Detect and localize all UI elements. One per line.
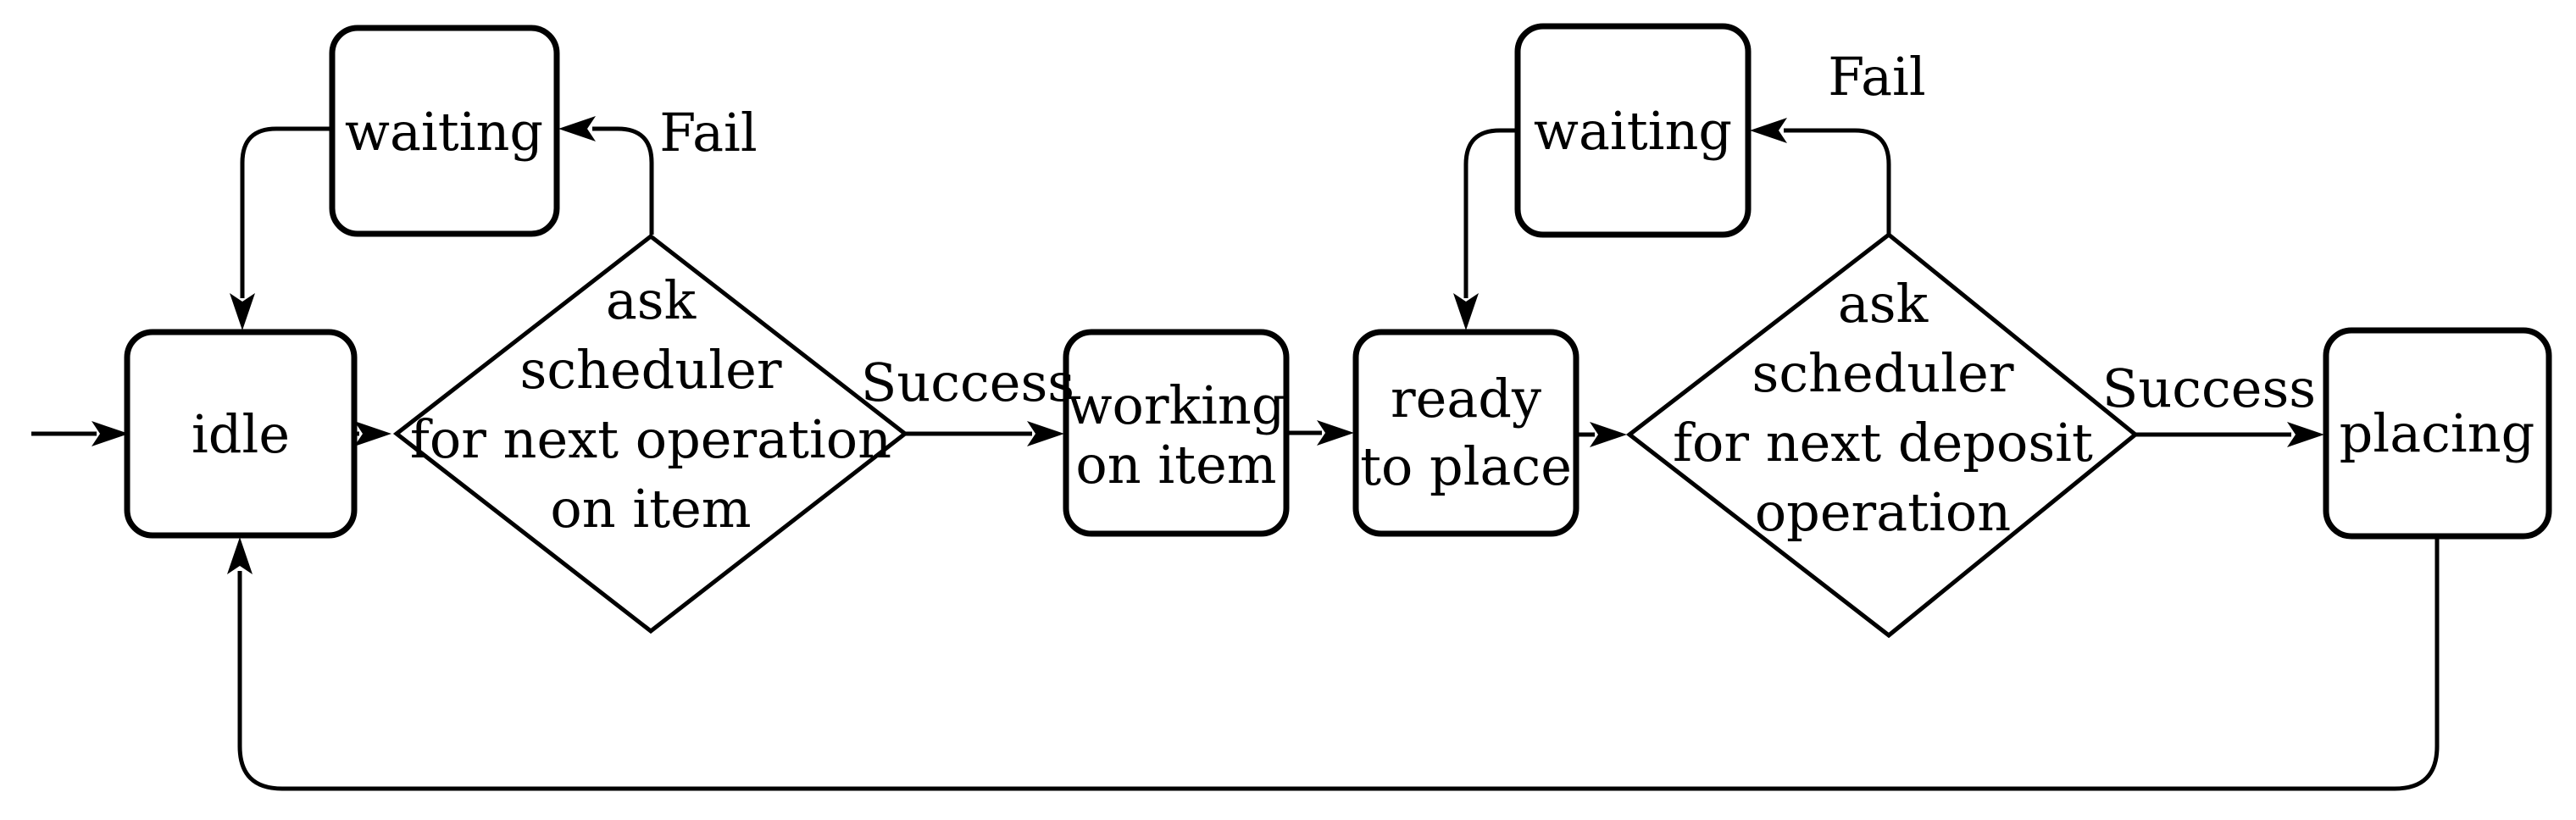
state-idle-label: idle [192, 403, 290, 465]
state-placing-label: placing [2340, 402, 2535, 464]
edge-decision2-fail-to-waiting-right [1784, 128, 1891, 235]
decision2-label-line2: scheduler [1752, 342, 2014, 404]
state-waiting-left-label: waiting [345, 101, 543, 163]
decision1-label-line2: scheduler [520, 339, 782, 401]
edge-label-success-left: Success [861, 352, 1074, 413]
decision1-label-line1: ask [606, 269, 697, 331]
state-placing-box [2323, 327, 2552, 540]
decision-ask-next-deposit-diamond [1625, 231, 2139, 639]
arrowhead-success-to-placing [2287, 422, 2324, 447]
state-working-label-line2: on item [1075, 434, 1276, 496]
arrowhead-waiting-right-to-ready [1453, 293, 1479, 330]
arrowhead-working-to-ready [1317, 420, 1354, 446]
state-working-box [1063, 329, 1290, 537]
arrowhead-entry-to-idle [92, 421, 129, 446]
state-waiting-right-label: waiting [1534, 100, 1732, 162]
decision1-label-line4: on item [550, 478, 751, 540]
arrowhead-success-to-working [1027, 421, 1064, 446]
state-ready-label-line2: to place [1360, 435, 1572, 497]
edge-label-fail-right: Fail [1828, 46, 1925, 108]
arrowhead-fail-to-waiting-left [558, 116, 596, 141]
edge-decision1-fail-to-waiting-left [592, 126, 654, 235]
decision-ask-next-operation-diamond [392, 233, 909, 634]
state-idle-box [124, 329, 358, 539]
edge-waiting-right-to-ready [1463, 128, 1518, 298]
arrowhead-ready-to-decision2 [1590, 422, 1627, 447]
edge-placing-return-to-idle [237, 536, 2440, 791]
decision1-label-line3: for next operation [410, 408, 891, 470]
state-waiting-right-box [1514, 23, 1752, 238]
decision2-label-line4: operation [1755, 481, 2011, 543]
state-waiting-left-box [329, 25, 560, 237]
decision2-label-line3: for next deposit [1673, 412, 2093, 474]
state-ready-label-line1: ready [1391, 368, 1541, 429]
arrowhead-idle-to-decision1 [354, 421, 391, 446]
state-working-label-line1: working [1067, 374, 1285, 436]
decision2-label-line1: ask [1838, 273, 1929, 335]
state-ready-box [1352, 329, 1579, 537]
edge-waiting-left-to-idle [240, 126, 332, 298]
arrowhead-fail-to-waiting-right [1750, 118, 1787, 143]
arrowhead-waiting-left-to-idle [230, 293, 255, 330]
arrowhead-return-to-idle [227, 537, 253, 574]
edge-label-fail-left: Fail [659, 102, 757, 163]
edge-label-success-right: Success [2102, 357, 2316, 419]
